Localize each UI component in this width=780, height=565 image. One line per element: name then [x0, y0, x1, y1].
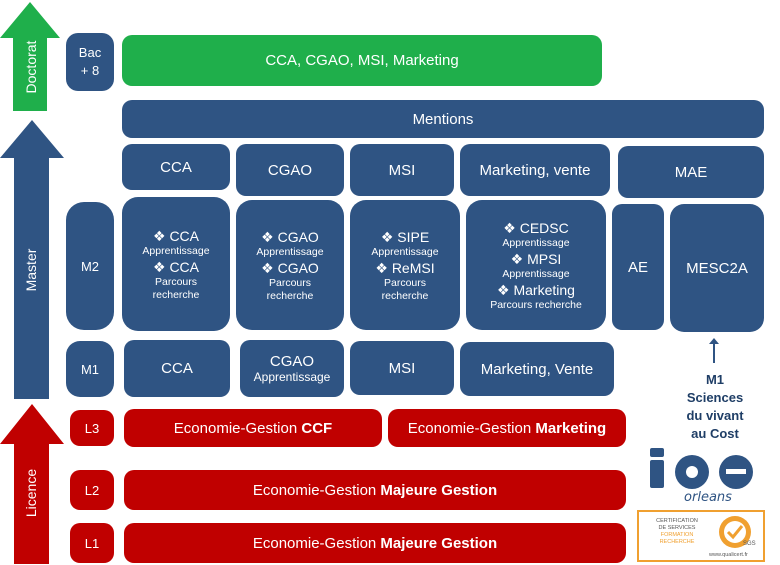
master-arrow-label: Master — [23, 248, 39, 292]
m2-marketing: ❖ CEDSC Apprentissage ❖ MPSI Apprentissa… — [466, 200, 606, 330]
m1-sciences-line-1: M1 — [705, 372, 725, 387]
mention-msi: MSI — [350, 144, 454, 196]
m2-cgao: ❖ CGAO Apprentissage ❖ CGAO Parcours rec… — [236, 200, 344, 330]
l2-bold: Majeure Gestion — [380, 481, 498, 499]
level-l3: L3 — [70, 410, 114, 446]
l1-box: Economie-Gestion Majeure Gestion — [124, 523, 626, 563]
certification-website: www.qualicert.fr — [709, 552, 748, 558]
m2-cgao-item-2-sub: Parcours recherche — [266, 276, 314, 302]
iae-logo: orleans — [650, 448, 753, 505]
m2-msi-item-1-sub: Apprentissage — [371, 245, 439, 258]
m1-sciences-label: M1 Sciences du vivant au Cost — [660, 371, 770, 443]
mention-mae: MAE — [618, 146, 764, 198]
l3-ccf-bold: CCF — [301, 419, 333, 437]
m2-cca-item-2: ❖ CCA — [153, 258, 199, 275]
level-bac8-line2: + 8 — [80, 63, 100, 78]
certification-text: CERTIFICATION DE SERVICES FORMATION RECH… — [643, 518, 711, 546]
level-l2: L2 — [70, 470, 114, 510]
l2-prefix: Economie-Gestion — [252, 481, 381, 499]
up-arrow-icon — [709, 338, 719, 363]
m2-cca: ❖ CCA Apprentissage ❖ CCA Parcours reche… — [122, 197, 230, 331]
certification-badge: CERTIFICATION DE SERVICES FORMATION RECH… — [637, 510, 765, 562]
l2-box: Economie-Gestion Majeure Gestion — [124, 470, 626, 510]
cert-line-4: RECHERCHE — [659, 539, 695, 545]
m2-mesc2a: MESC2A — [670, 204, 764, 332]
m2-marketing-item-1: ❖ CEDSC — [503, 219, 569, 236]
m2-marketing-item-3-sub: Parcours recherche — [490, 298, 582, 311]
m1-cgao-sub: Apprentissage — [253, 370, 331, 384]
m2-msi-item-2: ❖ ReMSI — [375, 259, 435, 276]
licence-arrow — [0, 404, 64, 564]
level-bac8: Bac + 8 — [66, 33, 114, 91]
l3-marketing-prefix: Economie-Gestion — [407, 419, 536, 437]
cert-line-1: CERTIFICATION — [656, 518, 698, 524]
doctorat-arrow — [0, 2, 60, 111]
m2-marketing-item-2: ❖ MPSI — [510, 250, 562, 267]
m2-cgao-item-1: ❖ CGAO — [261, 228, 319, 245]
m2-cgao-item-1-sub: Apprentissage — [256, 245, 324, 258]
cert-line-2: DE SERVICES — [658, 525, 696, 531]
m1-sciences-line-2: Sciences — [686, 390, 744, 405]
cert-line-3: FORMATION — [660, 532, 694, 538]
m1-cgao: CGAO Apprentissage — [240, 340, 344, 397]
m2-msi: ❖ SIPE Apprentissage ❖ ReMSI Parcours re… — [350, 200, 460, 330]
m1-cca: CCA — [124, 340, 230, 397]
l3-marketing-bold: Marketing — [535, 419, 607, 437]
m2-ae: AE — [612, 204, 664, 330]
m2-cca-item-2-sub: Parcours recherche — [152, 275, 200, 301]
m2-msi-item-1: ❖ SIPE — [380, 228, 430, 245]
doctorat-box: CCA, CGAO, MSI, Marketing — [122, 35, 602, 86]
level-bac8-line1: Bac — [78, 45, 102, 60]
m1-sciences-line-4: au Cost — [691, 426, 739, 441]
m2-cca-item-1: ❖ CCA — [153, 227, 199, 244]
mention-cca: CCA — [122, 144, 230, 190]
iae-logo-city: orleans — [684, 490, 732, 505]
m2-marketing-item-2-sub: Apprentissage — [502, 267, 570, 280]
m2-cgao-item-2: ❖ CGAO — [261, 259, 319, 276]
certification-sgs: SGS — [743, 541, 756, 547]
licence-arrow-label: Licence — [23, 468, 39, 518]
m2-msi-item-2-sub: Parcours recherche — [381, 276, 429, 302]
m1-marketing-vente: Marketing, Vente — [460, 342, 614, 396]
m2-marketing-item-1-sub: Apprentissage — [502, 236, 570, 249]
l1-bold: Majeure Gestion — [380, 534, 498, 552]
m1-msi: MSI — [350, 341, 454, 395]
l3-ccf: Economie-Gestion CCF — [124, 409, 382, 447]
l1-prefix: Economie-Gestion — [252, 534, 381, 552]
doctorat-arrow-label: Doctorat — [23, 40, 39, 94]
m2-marketing-item-3: ❖ Marketing — [497, 281, 575, 298]
iae-logo-i-stem — [650, 460, 664, 488]
master-arrow — [0, 120, 64, 399]
iae-logo-e-bar — [726, 469, 746, 474]
mention-cgao: CGAO — [236, 144, 344, 196]
l3-ccf-prefix: Economie-Gestion — [173, 419, 302, 437]
level-m2: M2 — [66, 202, 114, 330]
mentions-header: Mentions — [122, 100, 764, 138]
mention-marketing-vente: Marketing, vente — [460, 144, 610, 196]
m1-sciences-line-3: du vivant — [686, 408, 744, 423]
iae-logo-a-hole — [686, 466, 698, 478]
l3-marketing: Economie-Gestion Marketing — [388, 409, 626, 447]
level-m1: M1 — [66, 341, 114, 397]
m2-cca-item-1-sub: Apprentissage — [142, 244, 210, 257]
certification-seal-icon — [719, 516, 751, 548]
level-l1: L1 — [70, 523, 114, 563]
iae-logo-i-dot — [650, 448, 664, 457]
m1-cgao-label: CGAO — [269, 353, 315, 370]
